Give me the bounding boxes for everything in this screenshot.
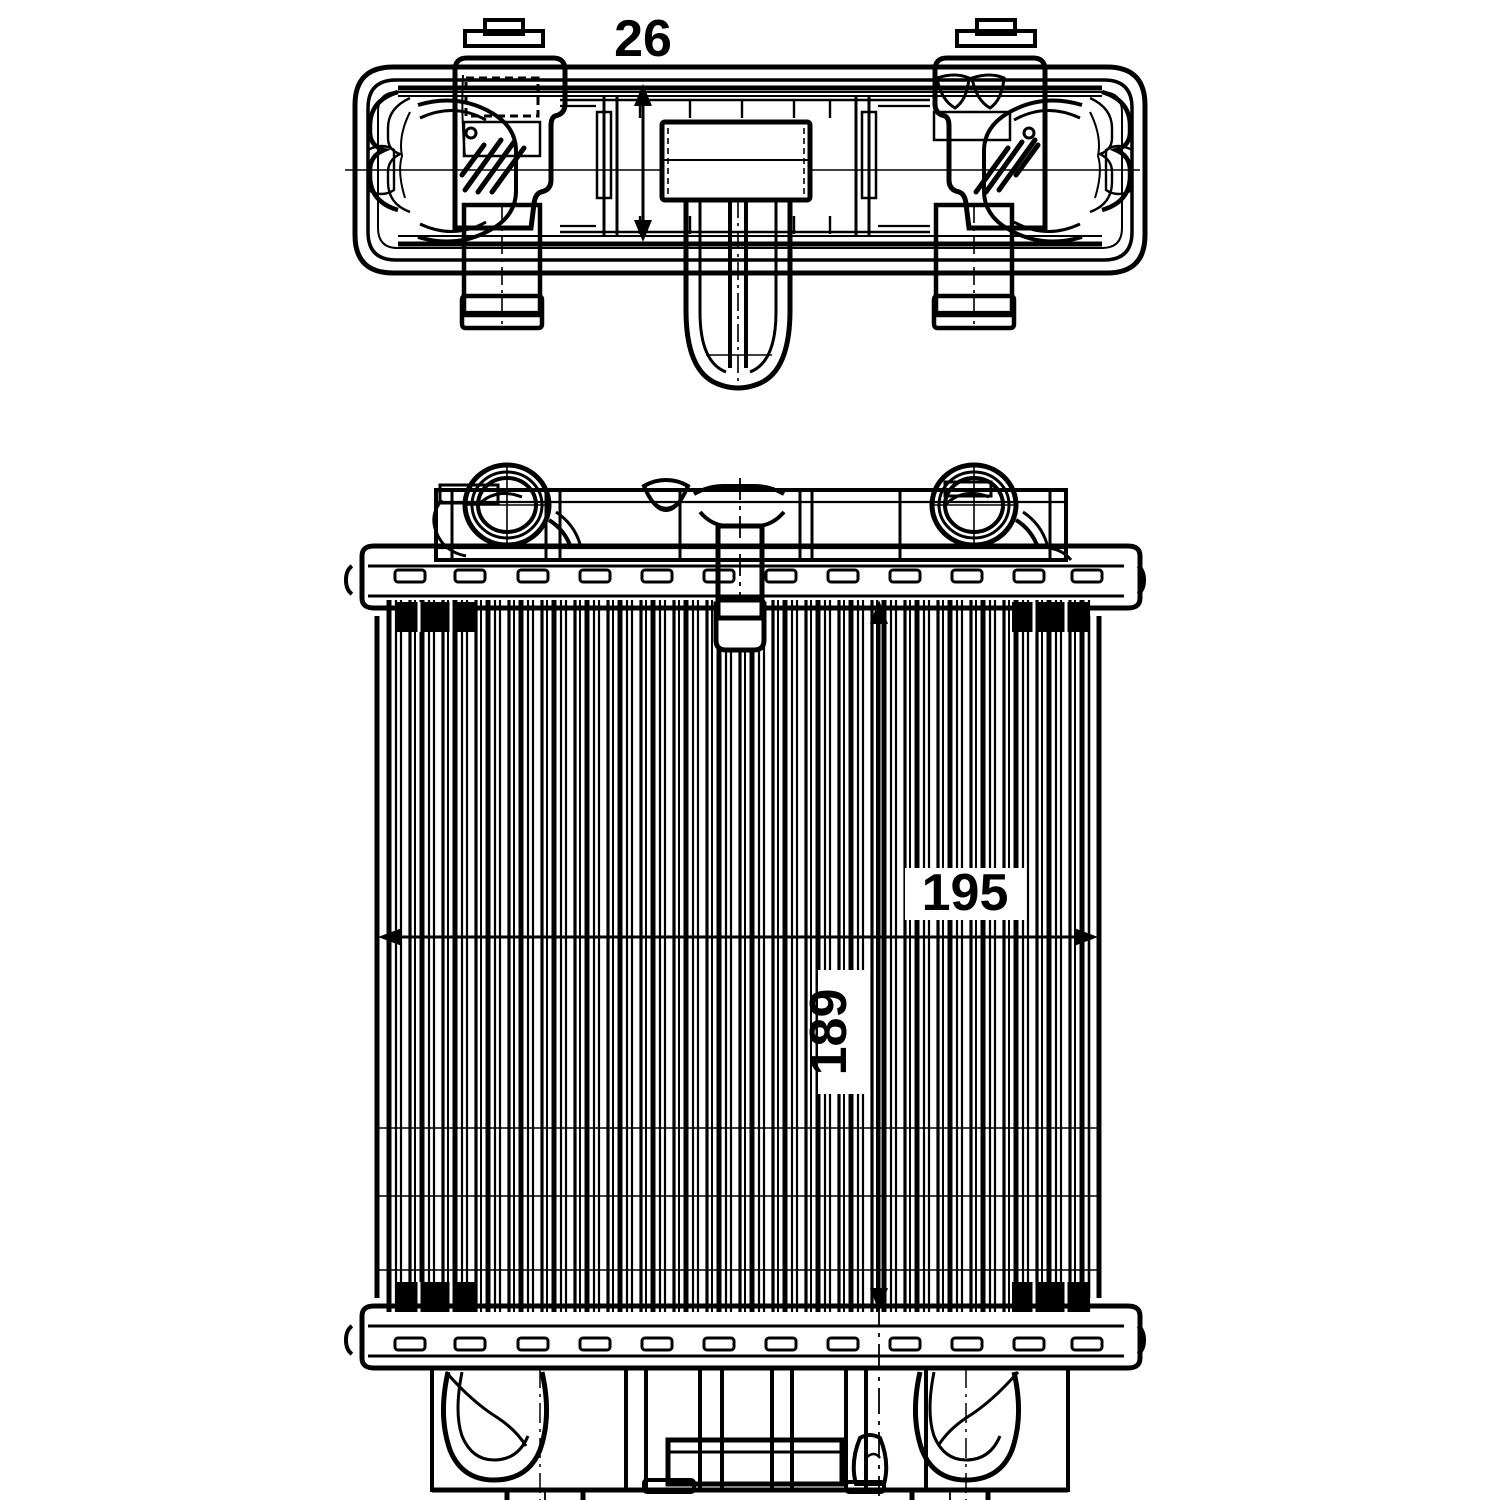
top-view-left-pipe-boss <box>452 55 568 231</box>
front-view-construction-lines <box>539 1300 967 1500</box>
front-view-core-fin-pack <box>374 597 1102 1312</box>
top-view-band-lines <box>398 85 1102 247</box>
front-view-right-outlet-pipe <box>929 462 1073 561</box>
dimension-195-arrow-left <box>378 928 402 946</box>
dimension-189: 189 <box>800 600 888 1312</box>
dimension-189-arrow-top <box>870 600 888 624</box>
dimension-26: 26 <box>614 10 672 242</box>
core-horizontal-divisions <box>377 1127 1099 1271</box>
front-view <box>343 462 1147 1500</box>
dimension-195: 195 <box>378 864 1098 946</box>
core-fins <box>386 600 1091 1312</box>
top-view-left-pipe-stub <box>459 202 545 331</box>
dimension-189-arrow-bottom <box>870 1288 888 1312</box>
core-corner-block-gaps <box>417 602 1068 1312</box>
top-view <box>345 18 1148 391</box>
core-center-stem-foot <box>713 615 767 653</box>
top-view-right-pipe-cap <box>955 18 1037 48</box>
front-view-bottom-header <box>343 1303 1147 1500</box>
dimension-195-arrow-right <box>1074 928 1098 946</box>
dimension-26-label: 26 <box>614 10 672 68</box>
front-view-left-inlet-pipe <box>432 462 582 558</box>
top-view-center-bracket <box>659 119 813 203</box>
dimension-195-label-bg <box>905 868 1025 920</box>
dimension-195-label: 195 <box>922 864 1009 922</box>
top-view-internal-ribs <box>595 96 878 236</box>
core-side-rails <box>374 616 1102 1298</box>
top-view-left-pipe-cap <box>463 18 545 48</box>
dimension-26-arrow-bottom <box>634 220 652 242</box>
top-view-right-pipe-stub <box>931 202 1017 331</box>
core-corner-block-tl <box>397 602 475 632</box>
dimension-189-label-bg <box>818 970 870 1094</box>
front-view-top-header <box>343 480 1147 611</box>
top-view-right-pipe-boss <box>932 55 1048 231</box>
dimension-189-label: 189 <box>800 989 858 1076</box>
top-view-retaining-clip <box>683 200 793 391</box>
core-corner-block-tr <box>1012 602 1090 632</box>
dimension-26-arrow-top <box>634 84 652 106</box>
